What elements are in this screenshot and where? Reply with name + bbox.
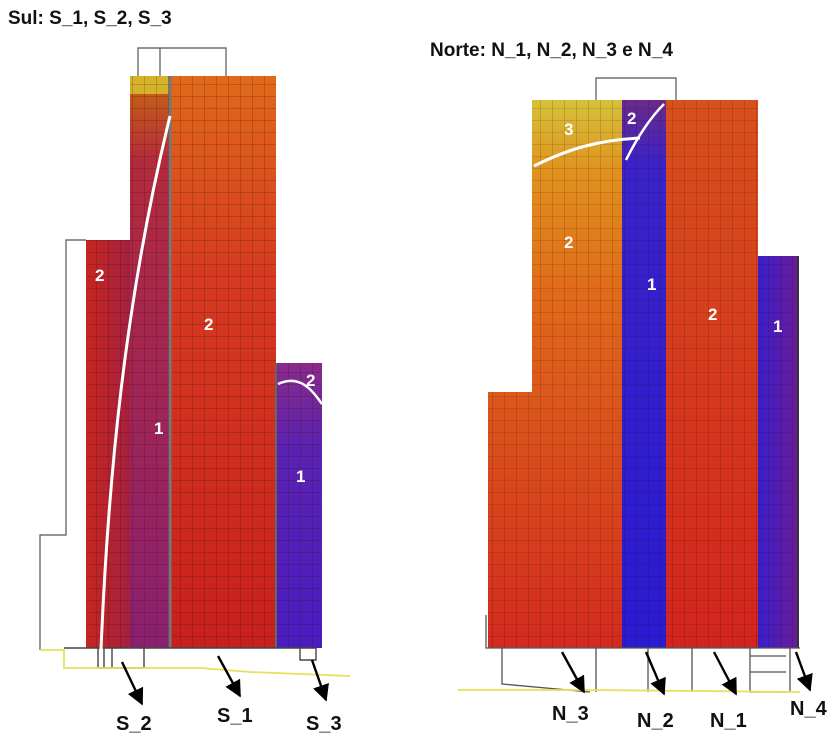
north-facade: Norte: N_1, N_2, N_3 e N_4 3 2 2 1 2 1 xyxy=(430,40,828,732)
south-zone-boundary-right xyxy=(277,379,324,405)
south-background-outline xyxy=(39,239,86,650)
south-facade: Sul: S_1, S_2, S_3 2 2 1 2 1 xyxy=(8,8,351,735)
north-roof-structure xyxy=(595,77,677,100)
north-ground-line xyxy=(458,689,801,693)
arrow-n2 xyxy=(644,651,666,696)
south-zone-label-left: 2 xyxy=(95,266,104,285)
south-zone-boundary-strip xyxy=(99,115,172,651)
north-zone-label-top: 3 xyxy=(564,120,573,139)
arrow-s3 xyxy=(310,659,329,702)
station-label-n2: N_2 xyxy=(637,710,674,732)
north-zone-label-strip-top: 2 xyxy=(627,109,636,128)
north-zone-boundary-left xyxy=(533,136,641,168)
north-zone-label-strip: 1 xyxy=(647,275,656,294)
south-zone-label-strip: 1 xyxy=(154,419,163,438)
station-label-n1: N_1 xyxy=(710,710,747,732)
south-ground-line xyxy=(40,649,351,677)
arrow-n1 xyxy=(712,651,738,696)
north-zone-label-left: 2 xyxy=(564,233,573,252)
station-label-s3: S_3 xyxy=(306,713,342,735)
south-base-outline xyxy=(64,647,317,669)
arrow-s1 xyxy=(216,655,242,698)
south-title: Sul: S_1, S_2, S_3 xyxy=(8,8,172,29)
arrow-n3 xyxy=(560,651,586,694)
station-label-n3: N_3 xyxy=(552,703,589,725)
south-zone-label-right: 1 xyxy=(296,467,305,486)
north-zone-boundary-strip xyxy=(624,103,665,161)
south-zone-label-right-top: 2 xyxy=(306,371,315,390)
north-zone-label-right: 1 xyxy=(773,317,782,336)
station-label-s1: S_1 xyxy=(217,705,253,727)
north-title: Norte: N_1, N_2, N_3 e N_4 xyxy=(430,40,673,61)
arrow-s2 xyxy=(120,661,144,706)
station-label-s2: S_2 xyxy=(116,713,152,735)
south-roof-structure xyxy=(137,47,227,76)
north-zone-label-red: 2 xyxy=(708,305,717,324)
arrow-n4 xyxy=(794,651,813,692)
station-label-n4: N_4 xyxy=(790,698,828,720)
south-zone-label-center: 2 xyxy=(204,315,213,334)
